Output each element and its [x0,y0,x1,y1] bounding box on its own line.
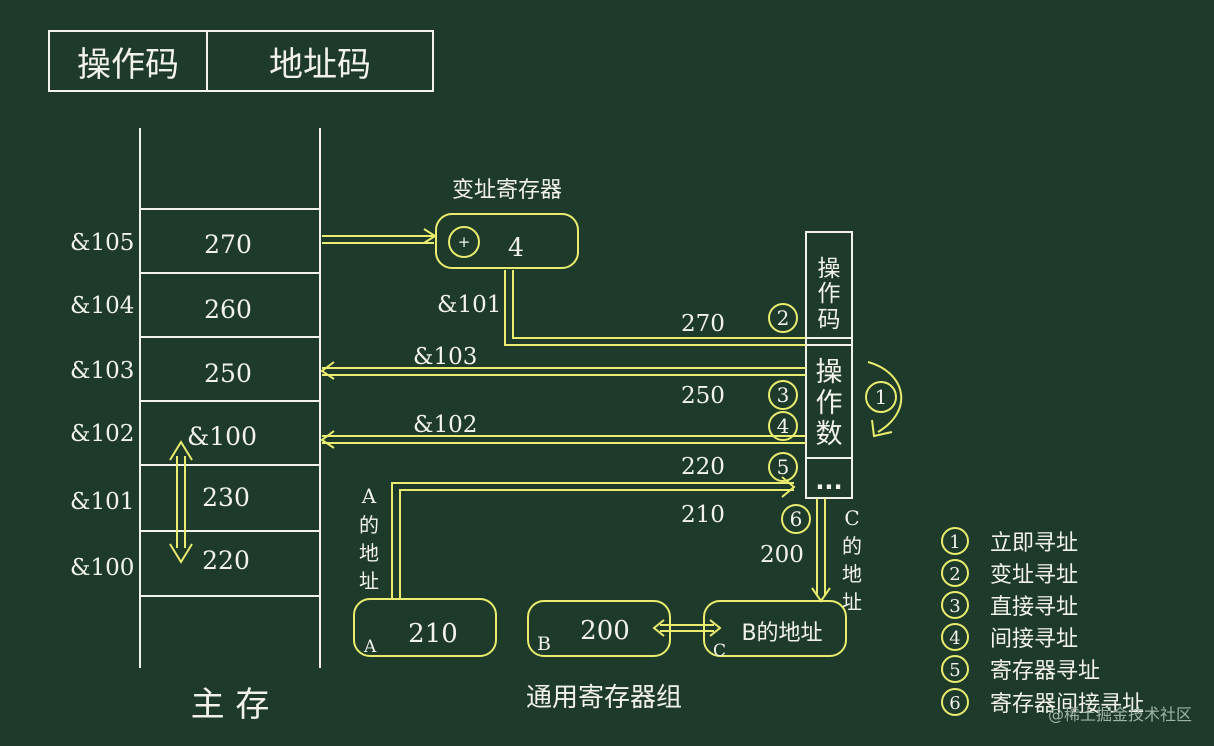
svg-text:2: 2 [949,564,960,585]
register-b-label: B [537,633,551,655]
step-marker-6: 6 [781,504,811,534]
step-markers: 2 3 4 5 6 1 [768,303,897,534]
a-note-char: 的 [359,513,379,537]
memory-addr: &102 [70,421,134,447]
opcode-char: 作 [818,281,841,307]
register-b: B 200 [527,600,671,657]
register-b-value: 200 [580,616,630,646]
opcode-char: 码 [818,307,841,333]
step-marker-5: 5 [768,452,798,482]
legend-item: 5 寄存器寻址 [941,655,1100,684]
direct-addr-label: &103 [413,344,477,370]
c-note-char: C [844,506,859,530]
memory-addr: &100 [70,555,134,581]
svg-text:6: 6 [790,507,803,531]
svg-text:变址寻址: 变址寻址 [990,563,1078,588]
svg-text:立即寻址: 立即寻址 [990,531,1078,556]
indirect-addr-label: &102 [413,412,477,438]
register-a: A 210 [353,598,497,657]
main-memory: &105 &104 &103 &102 &101 &100 270 260 25… [70,128,321,725]
operand-char: 操 [816,357,843,388]
adder-icon [448,226,480,258]
a-note-char: A [361,484,377,508]
main-memory-title: 主 存 [191,685,270,725]
svg-text:3: 3 [949,596,960,617]
legend-item: 6 寄存器间接寻址 [941,688,1144,717]
index-result-label: 270 [681,311,725,337]
instruction-register: 操 作 码 操 作 数 ... [805,231,853,499]
svg-text:4: 4 [777,414,790,438]
legend-item: 3 直接寻址 [941,591,1078,620]
svg-text:5: 5 [949,660,960,681]
address-code-label: 地址码 [269,45,371,85]
operand-char: 作 [816,388,843,419]
opcode-label: 操作码 [77,45,179,85]
memory-value: 260 [204,295,252,324]
register-group: A 的 地 址 C 的 地 址 A 210 B 200 C B的地址 通用寄存器… [353,484,862,713]
memory-value: 220 [202,546,250,575]
legend-item: 2 变址寻址 [941,559,1078,588]
memory-value: &100 [187,422,257,451]
more-fields: ... [815,467,842,495]
instruction-format-header: 操作码 地址码 [48,30,434,92]
b-value-result-label: 200 [760,542,804,568]
memory-addr: &103 [70,358,134,384]
c-note-char: 的 [842,534,862,558]
index-register-value: 4 [508,233,524,262]
step-marker-1: 1 [865,381,897,413]
step-marker-4: 4 [768,411,798,441]
legend-item: 4 间接寻址 [941,623,1078,652]
direct-result-label: 250 [681,383,725,409]
legend-item: 1 立即寻址 [941,527,1078,556]
svg-text:寄存器寻址: 寄存器寻址 [990,659,1100,684]
adder-symbol: + [458,233,471,251]
legend: 1 立即寻址 2 变址寻址 3 直接寻址 4 间接寻址 5 寄存器寻址 6 寄存… [941,527,1144,717]
register-a-label: A [363,637,377,657]
svg-text:直接寻址: 直接寻址 [990,595,1078,620]
memory-addr: &101 [70,489,134,515]
index-register: 变址寄存器 + 4 [435,178,579,269]
memory-addr: &105 [70,230,134,256]
svg-text:6: 6 [949,693,960,714]
watermark: @稀土掘金技术社区 [1048,705,1192,724]
svg-text:间接寻址: 间接寻址 [990,627,1078,652]
register-result-label: 220 [681,454,725,480]
reg-indirect-result-label: 210 [681,502,725,528]
a-note-char: 址 [359,569,379,593]
register-group-title: 通用寄存器组 [526,683,682,713]
path-lines [320,228,903,637]
register-c: C B的地址 [703,600,847,661]
svg-text:寄存器间接寻址: 寄存器间接寻址 [990,692,1144,717]
c-note-char: 地 [842,562,862,586]
memory-value: 230 [202,483,250,512]
svg-text:3: 3 [777,383,790,407]
svg-text:4: 4 [949,628,960,649]
svg-text:1: 1 [875,385,888,409]
a-note-char: 地 [359,541,379,565]
index-register-title: 变址寄存器 [452,178,562,203]
svg-text:1: 1 [949,532,960,553]
svg-text:5: 5 [777,455,790,479]
opcode-char: 操 [818,256,841,282]
memory-addr: &104 [70,293,134,319]
index-base-label: &101 [437,292,501,318]
register-c-label: C [713,641,726,661]
indirect-pointer-arrow [169,440,193,564]
c-note-char: 址 [842,590,862,614]
register-a-value: 210 [408,619,458,649]
memory-value: 270 [204,230,252,259]
step-marker-3: 3 [768,380,798,410]
step-marker-2: 2 [768,303,798,333]
svg-text:2: 2 [777,306,790,330]
operand-char: 数 [816,419,843,450]
register-c-value: B的地址 [741,621,822,646]
memory-value: 250 [204,359,252,388]
